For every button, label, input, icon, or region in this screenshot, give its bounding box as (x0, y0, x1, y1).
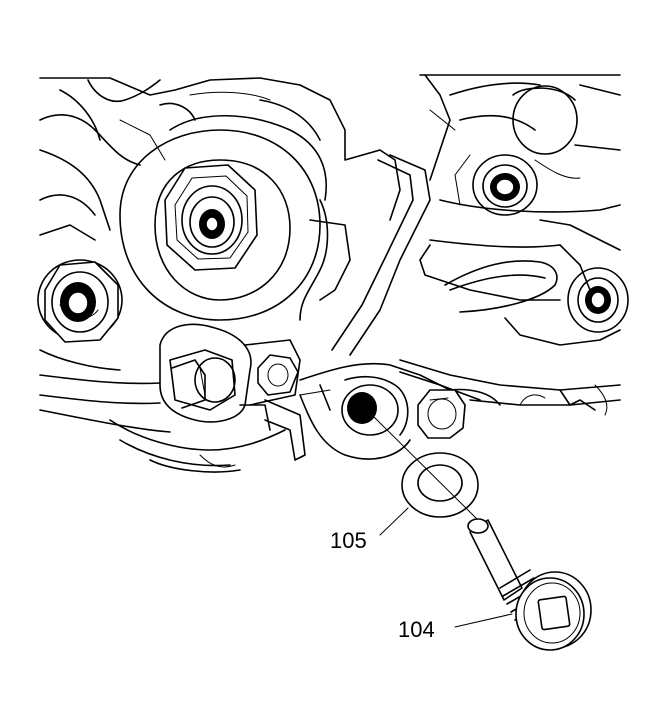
right-bolt (567, 267, 629, 333)
upper-right-bolt (472, 154, 538, 216)
left-bolt (37, 259, 123, 343)
wiring-harness (39, 349, 286, 473)
assembly-centerline (371, 414, 479, 521)
washer-105 (401, 452, 479, 518)
leader-line-105 (379, 507, 409, 536)
mounting-bracket (299, 154, 451, 460)
bracket-bolt (417, 389, 466, 439)
sensor-connector (159, 323, 306, 461)
callout-label-105: 105 (330, 528, 367, 553)
bolt-104 (467, 518, 592, 651)
callout-105: 105 (330, 507, 409, 553)
leader-line-104 (454, 613, 513, 628)
callout-104: 104 (398, 613, 513, 642)
upper-bolt-boss (119, 129, 321, 321)
callout-label-104: 104 (398, 617, 435, 642)
engine-casting (39, 77, 401, 321)
right-casting (399, 74, 621, 416)
